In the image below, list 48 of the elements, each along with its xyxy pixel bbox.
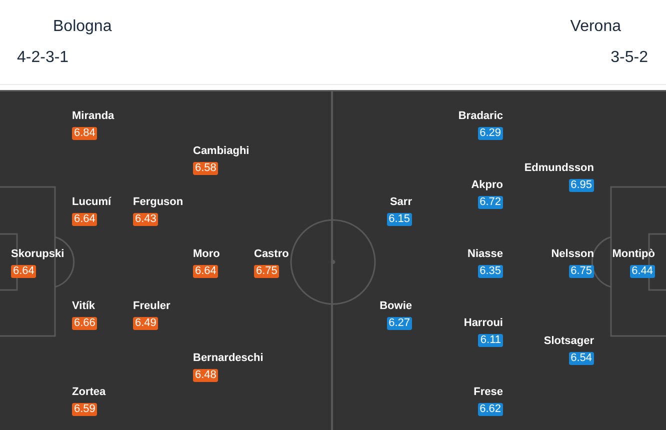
player-name: Harroui	[464, 317, 503, 330]
player-name: Lucumí	[72, 196, 112, 209]
player-name: Frese	[474, 386, 503, 399]
rating-badge: 6.58	[193, 162, 218, 175]
player-name: Niasse	[468, 248, 503, 261]
rating-badge: 6.29	[478, 127, 503, 140]
formation-label: 3-5-2	[610, 48, 648, 68]
player-name: Castro	[254, 248, 289, 261]
rating-badge: 6.75	[254, 265, 280, 278]
rating-badge: 6.27	[386, 317, 412, 330]
player-name: Bowie	[380, 300, 412, 313]
player-name: Montipò	[612, 248, 655, 261]
rating-badge: 6.66	[72, 317, 98, 330]
rating-badge: 6.49	[133, 317, 158, 330]
rating-badge: 6.59	[72, 403, 98, 416]
rating-badge: 6.54	[568, 352, 594, 365]
rating-badge: 6.64	[193, 265, 218, 278]
player-name: Zortea	[72, 386, 106, 399]
player-name: Cambiaghi	[193, 145, 250, 158]
player-name: Freuler	[133, 300, 170, 313]
rating-badge: 6.75	[568, 265, 594, 278]
player-name: Skorupski	[11, 248, 64, 261]
player-name: Ferguson	[133, 196, 184, 209]
player-name: Akpro	[471, 179, 503, 192]
player-name: Bradaric	[458, 110, 503, 123]
rating-badge: 6.43	[133, 213, 158, 226]
rating-badge: 6.64	[11, 265, 36, 278]
rating-badge: 6.35	[478, 265, 503, 278]
team-name: Verona	[570, 17, 621, 37]
formation-label: 4-2-3-1	[17, 48, 69, 68]
player-name: Vitík	[72, 300, 96, 313]
rating-badge: 6.95	[568, 179, 594, 192]
rating-badge: 6.72	[478, 196, 503, 209]
player-name: Edmundsson	[524, 162, 594, 175]
rating-badge: 6.62	[478, 403, 503, 416]
rating-badge: 6.11	[478, 334, 503, 347]
team-name: Bologna	[53, 17, 112, 37]
rating-badge: 6.64	[72, 213, 98, 226]
player-name: Slotsager	[544, 335, 594, 348]
player-name: Moro	[193, 248, 220, 261]
rating-badge: 6.48	[193, 369, 218, 382]
player-name: Sarr	[390, 196, 412, 209]
player-name: Miranda	[72, 110, 114, 123]
player-name: Bernardeschi	[193, 352, 264, 365]
player-name: Nelsson	[551, 248, 594, 261]
rating-badge: 6.84	[72, 127, 98, 140]
rating-badge: 6.44	[630, 265, 655, 278]
rating-badge: 6.15	[386, 213, 412, 226]
